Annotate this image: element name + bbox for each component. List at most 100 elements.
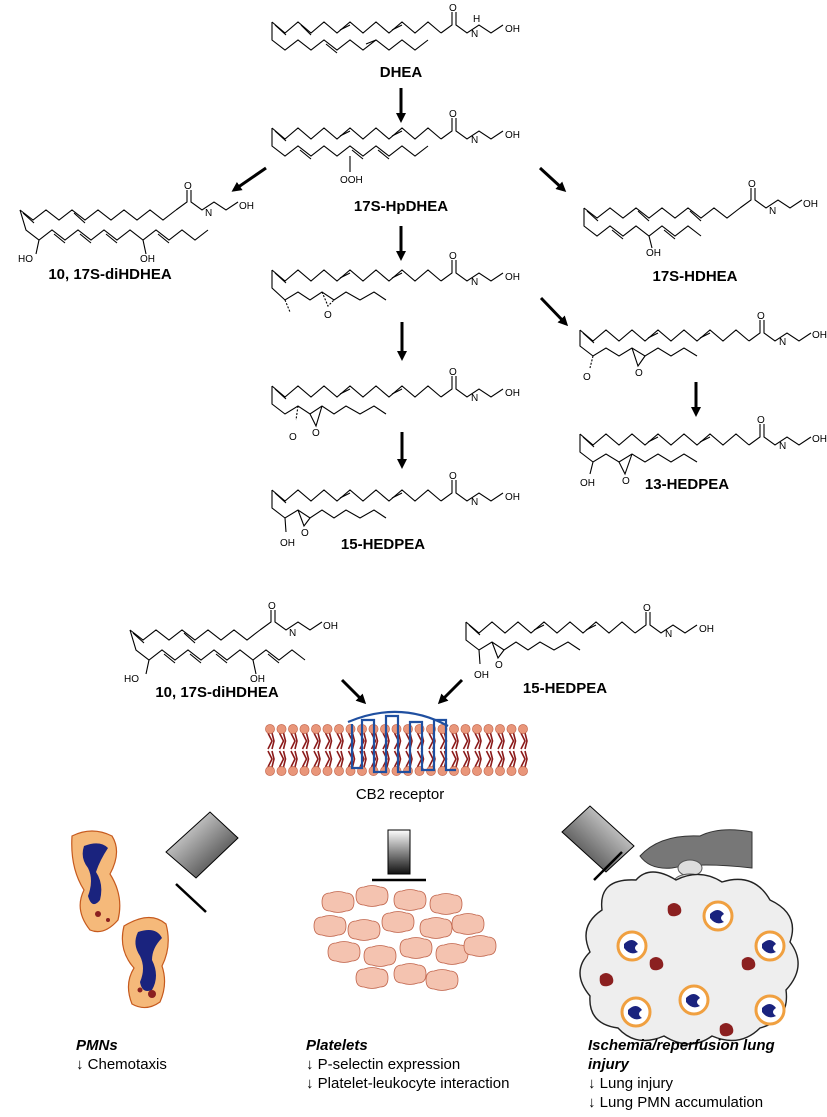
atom-oh: OH <box>323 621 338 632</box>
inhibit-pmn <box>165 811 239 913</box>
molecule-dhea <box>271 12 504 54</box>
atom-oh: OH <box>505 272 520 283</box>
lipid-head <box>265 766 275 776</box>
atom-n: N <box>471 29 478 40</box>
atom-o: O <box>622 476 630 487</box>
atom-o: O <box>583 372 591 383</box>
molecule-hedpea-13 <box>579 424 812 476</box>
lipid-tail <box>301 732 310 768</box>
caption-platelets: Platelets ↓ P-selectin expression ↓ Plat… <box>306 1036 509 1093</box>
lipid-head <box>334 724 344 734</box>
lipid-tail <box>370 732 379 768</box>
lipid-tail <box>474 732 482 768</box>
caption-pmns-line: ↓ Chemotaxis <box>76 1056 167 1073</box>
molecule-di-hdhea-top <box>19 190 239 255</box>
atom-n: N <box>289 628 296 639</box>
platelet <box>451 913 485 935</box>
atom-n: N <box>205 208 212 219</box>
lipid-head <box>311 724 321 734</box>
atom-oh: OH <box>803 199 818 210</box>
lipid-tail <box>324 732 333 768</box>
label-ligand-left: 10, 17S-diHDHEA <box>155 684 279 701</box>
caption-lung-title: Ischemia/reperfusion lung <box>588 1037 775 1054</box>
molecule-hedpea-15-precursor <box>271 376 504 428</box>
caption-lung: Ischemia/reperfusion lung injury ↓ Lung … <box>588 1036 775 1112</box>
caption-lung-title-cont: injury <box>588 1056 629 1073</box>
molecule-hp-dhea <box>271 118 504 172</box>
caption-pmns: PMNs ↓ Chemotaxis <box>76 1036 167 1074</box>
atom-oh: OH <box>505 388 520 399</box>
atom-o: O <box>495 660 503 671</box>
lipid-head <box>334 766 344 776</box>
lipid-tail <box>485 732 494 768</box>
lipid-head <box>518 724 528 734</box>
atom-o: O <box>757 311 765 322</box>
lipid-head <box>506 724 517 734</box>
label-dhea: DHEA <box>379 64 423 81</box>
label-di-hdhea: 10, 17S-diHDHEA <box>48 266 172 283</box>
atom-o: O <box>184 181 192 192</box>
lipid-tail <box>267 732 275 768</box>
caption-platelets-line: ↓ P-selectin expression <box>306 1056 461 1073</box>
platelet <box>327 941 361 963</box>
atom-n: N <box>779 441 786 452</box>
platelet <box>347 919 381 941</box>
platelet <box>355 967 389 989</box>
arrow-to-13-precursor <box>539 296 569 327</box>
lipid-head <box>299 724 310 734</box>
atom-n: H <box>473 14 480 25</box>
lipid-head <box>288 724 298 734</box>
lipid-tail <box>290 732 298 768</box>
lipid-head <box>276 766 287 776</box>
atom-oh: OH <box>580 478 595 489</box>
platelet <box>363 945 397 967</box>
lipid-tail <box>359 732 367 768</box>
atom-ooh: OOH <box>340 175 363 186</box>
atom-n: N <box>665 629 672 640</box>
lipid-head <box>345 724 356 734</box>
pmn-cell-illustration <box>71 830 169 1009</box>
platelet <box>355 885 389 907</box>
platelet <box>393 963 427 985</box>
atom-oh: OH <box>140 254 155 265</box>
atom-o: O <box>301 528 309 539</box>
molecule-hedpea-15 <box>271 480 504 533</box>
atom-o: O <box>449 3 457 14</box>
atom-n: N <box>769 206 776 217</box>
label-13-hedpea: 13-HEDPEA <box>644 476 730 493</box>
lipid-head <box>288 766 298 776</box>
label-hp-dhea: 17S-HpDHEA <box>353 198 449 215</box>
label-cb2-receptor: CB2 receptor <box>355 786 445 803</box>
atom-ho: HO <box>124 674 139 685</box>
lipid-head <box>483 766 494 776</box>
lung-blood-cells <box>599 903 756 1037</box>
atom-o: O <box>268 601 276 612</box>
lipid-head <box>449 724 459 734</box>
lipid-head <box>391 724 402 734</box>
lipid-tail <box>451 732 459 768</box>
atom-o: O <box>635 368 643 379</box>
label-ligand-right: 15-HEDPEA <box>522 680 608 697</box>
lipid-tail <box>278 732 287 768</box>
atom-oh: OH <box>505 24 520 35</box>
platelets-illustration <box>313 885 497 991</box>
atom-oh: OH <box>812 434 827 445</box>
lipid-head <box>495 766 505 776</box>
molecule-hedpea-13-precursor <box>579 320 812 369</box>
lipid-tail <box>497 732 505 768</box>
lipid-head <box>483 724 494 734</box>
lipid-head <box>460 766 471 776</box>
atom-n: N <box>471 393 478 404</box>
arrow-ligand-left <box>340 678 367 705</box>
atom-o: O <box>449 367 457 378</box>
platelet <box>381 911 415 933</box>
inhibit-platelets <box>372 829 426 882</box>
caption-lung-line: ↓ Lung PMN accumulation <box>588 1094 764 1111</box>
atom-ho: HO <box>18 254 33 265</box>
lipid-head <box>276 724 287 734</box>
atom-n: N <box>471 497 478 508</box>
caption-platelets-line: ↓ Platelet-leukocyte interaction <box>306 1075 510 1092</box>
lipid-tail <box>508 732 517 768</box>
arrow-to-hdhea <box>538 166 567 193</box>
atom-o: O <box>748 179 756 190</box>
